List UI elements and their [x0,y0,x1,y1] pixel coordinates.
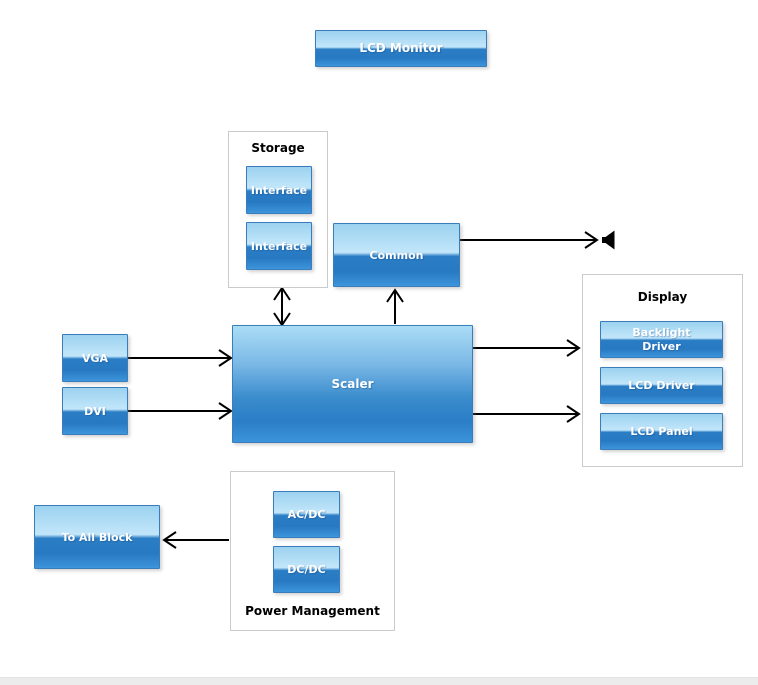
block-vga: VGA [62,334,128,382]
arrow-storage-scaler-bidirectional [273,286,291,327]
group-power-management: AC/DC DC/DC Power Management [230,471,395,631]
group-storage: Storage Interface Interface [228,131,328,288]
arrow-power-to-all-block [162,531,229,549]
block-dc-dc: DC/DC [273,546,340,593]
arrow-scaler-to-backlight-driver [473,339,581,357]
block-backlight-driver: Backlight Driver [600,321,723,358]
block-to-all-block: To All Block [34,505,160,569]
block-lcd-driver: LCD Driver [600,367,723,404]
block-lcd-monitor: LCD Monitor [315,30,487,67]
group-display-title: Display [637,290,688,304]
group-display: Display Backlight Driver LCD Driver LCD … [582,274,743,467]
block-interface-1: Interface [246,166,312,214]
group-power-management-title: Power Management [245,604,380,618]
arrow-vga-to-scaler [128,349,233,367]
group-storage-title: Storage [251,141,305,155]
block-lcd-panel: LCD Panel [600,413,723,450]
block-interface-2: Interface [246,222,312,270]
arrow-scaler-to-common [386,288,404,324]
block-common: Common [333,223,460,287]
arrow-dvi-to-scaler [128,402,233,420]
block-ac-dc: AC/DC [273,491,340,538]
arrow-scaler-to-lcd-panel [473,405,581,423]
bottom-divider-strip [0,677,758,685]
block-dvi: DVI [62,387,128,435]
speaker-icon [602,230,615,250]
arrow-common-to-speaker [460,231,599,249]
block-scaler: Scaler [232,325,473,443]
